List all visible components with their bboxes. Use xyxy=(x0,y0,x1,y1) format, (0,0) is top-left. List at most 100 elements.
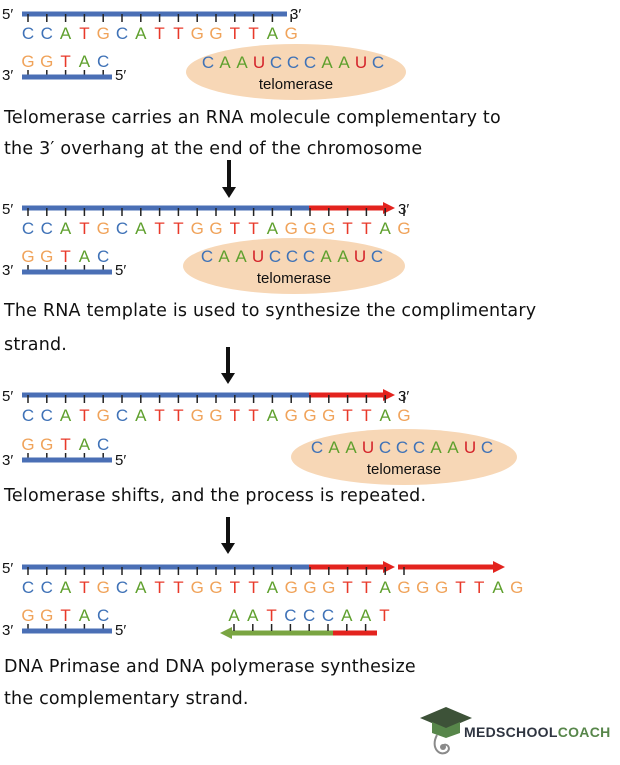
p2-telomerase-rna-base: A xyxy=(337,247,349,266)
p2-top-base: C xyxy=(41,219,53,238)
p1-telomerase-rna-base: U xyxy=(253,53,265,72)
p1-top-base: T xyxy=(79,24,89,43)
p4-top-base: T xyxy=(230,578,240,597)
p4-new-strand-base: A xyxy=(228,606,240,625)
p1-telomerase-rna-base: C xyxy=(287,53,299,72)
p4-top-base: G xyxy=(397,578,410,597)
p2-bottom-base: G xyxy=(21,247,34,266)
p4-new-strand-base: T xyxy=(379,606,389,625)
p1-bottom-base: T xyxy=(60,52,70,71)
p4-new-strand-base: C xyxy=(322,606,334,625)
p3-bottom-base: C xyxy=(97,435,109,454)
p1-telomerase-rna-base: A xyxy=(338,53,350,72)
p3-telomerase-rna-base: C xyxy=(481,438,493,457)
step2-caption-line1: The RNA template is used to synthesize t… xyxy=(4,301,537,321)
p2-top-base: A xyxy=(267,219,279,238)
p2-top-base: T xyxy=(79,219,89,238)
p4-new-strand-base: A xyxy=(360,606,372,625)
p2-extension-arrow-head xyxy=(383,202,395,214)
p4-bottom-3prime-label: 3′ xyxy=(2,622,13,639)
p1-top-base: C xyxy=(22,24,34,43)
p4-bottom-base: T xyxy=(60,606,70,625)
p4-polymerase-arrow-head xyxy=(220,627,232,639)
p2-top-base: G xyxy=(191,219,204,238)
p3-top-base: G xyxy=(322,406,335,425)
p4-top-base: G xyxy=(97,578,110,597)
p3-top-base: T xyxy=(230,406,240,425)
p1-bottom-5prime-label: 5′ xyxy=(115,67,126,84)
p2-telomerase-rna-base: A xyxy=(235,247,247,266)
brand-part2: COACH xyxy=(557,724,611,740)
p1-top-base: T xyxy=(154,24,164,43)
p4-top-base: C xyxy=(22,578,34,597)
p1-telomerase-rna-base: C xyxy=(202,53,214,72)
p2-telomerase-rna-base: A xyxy=(218,247,230,266)
p3-bottom-base: G xyxy=(40,435,53,454)
p2-telomerase-rna-base: U xyxy=(252,247,264,266)
p2-top-base: G xyxy=(209,219,222,238)
p2-down-arrow-head xyxy=(221,373,235,384)
p4-top-base: G xyxy=(191,578,204,597)
p4-new-strand-base: T xyxy=(266,606,276,625)
p3-top-base: T xyxy=(342,406,352,425)
p4-top-base: G xyxy=(303,578,316,597)
p3-top-base: C xyxy=(22,406,34,425)
p2-telomerase-rna-base: C xyxy=(286,247,298,266)
p4-new-strand-base: C xyxy=(303,606,315,625)
p1-down-arrow-head xyxy=(222,187,236,198)
p2-top-base: T xyxy=(361,219,371,238)
p1-bottom-base: C xyxy=(97,52,109,71)
p3-top-base: G xyxy=(303,406,316,425)
brand-stethoscope-icon xyxy=(433,734,450,755)
p4-top-base: A xyxy=(380,578,392,597)
p3-top-base: G xyxy=(285,406,298,425)
p3-top-base: T xyxy=(173,406,183,425)
p4-new-strand-base: A xyxy=(247,606,259,625)
p1-telomerase-ellipse xyxy=(186,44,406,100)
brand-part1: MEDSCHOOL xyxy=(464,724,558,740)
p3-top-base: T xyxy=(79,406,89,425)
p2-top-5prime-label: 5′ xyxy=(2,201,13,218)
p4-top-base: G xyxy=(416,578,429,597)
p2-telomerase-rna-base: C xyxy=(201,247,213,266)
p4-top-base: A xyxy=(60,578,72,597)
p3-top-base: C xyxy=(41,406,53,425)
p3-top-base: A xyxy=(380,406,392,425)
p4-top-base: G xyxy=(435,578,448,597)
p2-top-base: G xyxy=(285,219,298,238)
p4-top-base: T xyxy=(248,578,258,597)
p4-top-base: G xyxy=(285,578,298,597)
p4-extension-arrow-1-head xyxy=(383,561,395,573)
p3-top-base: A xyxy=(135,406,147,425)
p2-top-base: T xyxy=(173,219,183,238)
p3-top-5prime-label: 5′ xyxy=(2,388,13,405)
p3-bottom-base: A xyxy=(79,435,91,454)
p1-bottom-3prime-label: 3′ xyxy=(2,67,13,84)
p1-telomerase-rna-base: C xyxy=(372,53,384,72)
p3-telomerase-rna-base: C xyxy=(311,438,323,457)
p4-top-base: A xyxy=(267,578,279,597)
p1-telomerase-rna-base: A xyxy=(219,53,231,72)
p2-top-base: T xyxy=(154,219,164,238)
p2-telomerase-rna-base: U xyxy=(354,247,366,266)
p2-bottom-base: A xyxy=(79,247,91,266)
p2-top-base: G xyxy=(303,219,316,238)
p1-bottom-base: G xyxy=(40,52,53,71)
p3-top-base: A xyxy=(60,406,72,425)
step4-caption-line1: DNA Primase and DNA polymerase synthesiz… xyxy=(4,657,416,677)
p4-top-base: A xyxy=(492,578,504,597)
p3-telomerase-rna-base: U xyxy=(362,438,374,457)
step4-caption-line2: the complementary strand. xyxy=(4,689,249,709)
p2-bottom-base: C xyxy=(97,247,109,266)
p4-top-base: G xyxy=(510,578,523,597)
step2-caption-line2: strand. xyxy=(4,335,68,355)
p2-telomerase-ellipse xyxy=(183,238,405,294)
brand-stethoscope-bell-icon xyxy=(440,744,446,750)
p2-telomerase-rna-base: A xyxy=(320,247,332,266)
p1-bottom-base: G xyxy=(21,52,34,71)
step1-caption-line1: Telomerase carries an RNA molecule compl… xyxy=(4,108,501,128)
p4-new-strand-base: C xyxy=(284,606,296,625)
p3-bottom-3prime-label: 3′ xyxy=(2,452,13,469)
p2-bottom-3prime-label: 3′ xyxy=(2,262,13,279)
